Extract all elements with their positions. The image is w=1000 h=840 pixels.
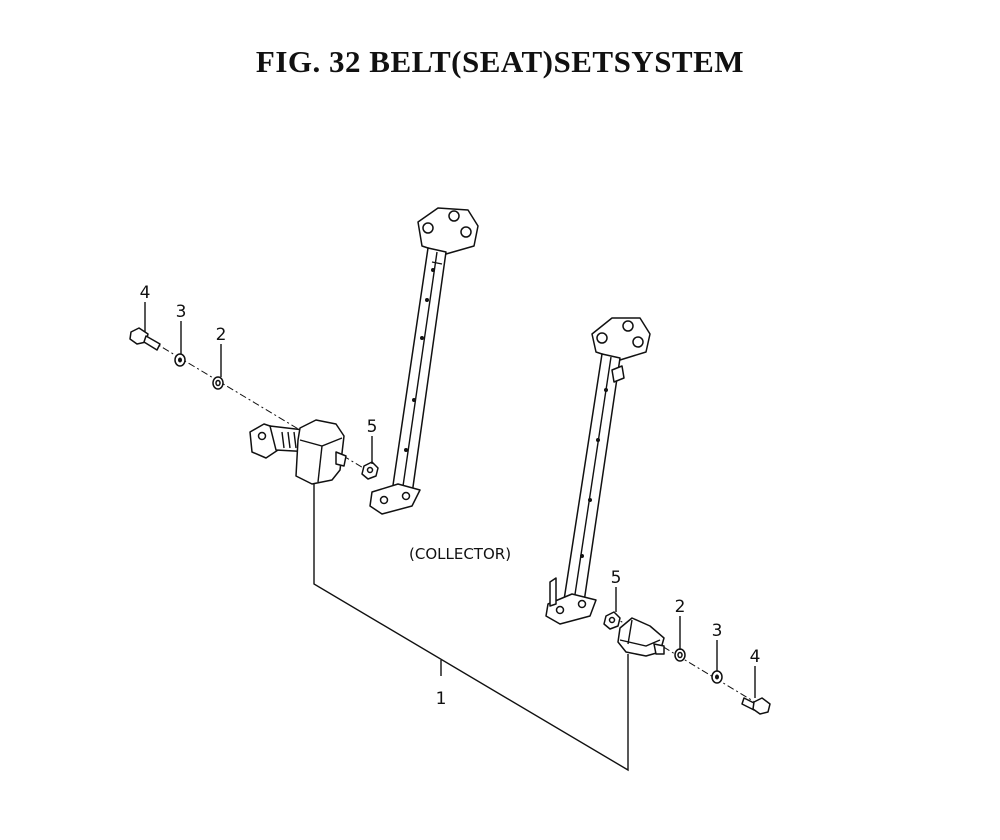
figure-title: FIG. 32 BELT(SEAT)SETSYSTEM xyxy=(255,44,745,79)
right-buckle xyxy=(617,617,665,657)
right-nut xyxy=(603,611,621,630)
left-washer xyxy=(212,376,224,390)
callout-1-assembly: 1 xyxy=(436,689,447,709)
left-bolt xyxy=(129,327,161,351)
callout-4-left: 4 xyxy=(140,283,151,303)
left-pillar-bracket xyxy=(369,207,479,515)
callout-2-left: 2 xyxy=(216,325,227,345)
callout-5-right: 5 xyxy=(611,568,622,588)
right-spring-washer xyxy=(711,670,723,684)
right-washer xyxy=(674,648,686,662)
left-spring-washer xyxy=(174,353,186,367)
callout-4-right: 4 xyxy=(750,647,761,667)
right-pillar-bracket xyxy=(545,317,651,625)
callout-3-left: 3 xyxy=(176,302,187,322)
callout-2-right: 2 xyxy=(675,597,686,617)
left-retractor xyxy=(249,419,347,485)
callout-5-left: 5 xyxy=(367,417,378,437)
callout-leaders xyxy=(144,302,756,772)
callout-3-right: 3 xyxy=(712,621,723,641)
left-nut xyxy=(361,461,379,480)
right-bolt xyxy=(741,697,771,715)
collector-note: (COLLECTOR) xyxy=(409,545,511,563)
